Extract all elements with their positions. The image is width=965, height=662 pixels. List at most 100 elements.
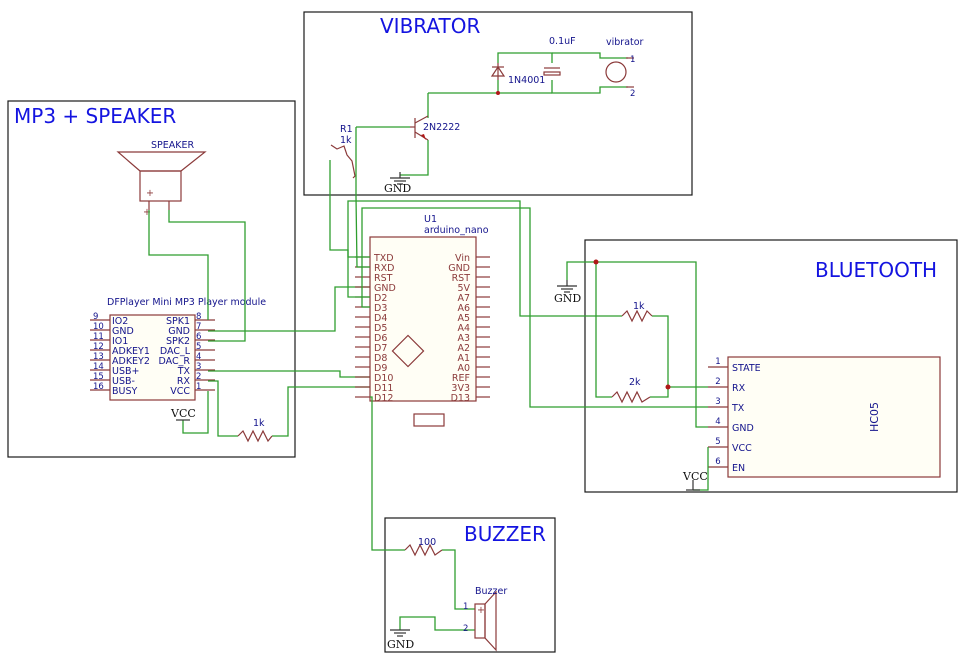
dfplayer-pin-number: 10 [93, 322, 104, 332]
buzzer-pin2: 2 [463, 624, 468, 634]
hc05-pin-number: 6 [715, 457, 720, 467]
dfplayer-pin-number: 4 [196, 352, 201, 362]
arduino-pin-name: D4 [374, 313, 387, 324]
hc05-pin-name: EN [732, 463, 745, 474]
dfplayer-pin-number: 16 [93, 382, 104, 392]
hc05-pin-number: 3 [715, 397, 720, 407]
motor-pin2: 2 [630, 89, 635, 99]
dfplayer-pin-name: GND [112, 326, 134, 337]
arduino-pin-name: TXD [373, 253, 394, 264]
hc05-pin-name: STATE [732, 363, 761, 374]
dfplayer-pin-name: DAC_R [159, 356, 191, 367]
dfplayer-module [109, 314, 196, 401]
arduino-pin-name: D6 [374, 333, 387, 344]
arduino-pin-name: D7 [374, 343, 387, 354]
bluetooth-title: BLUETOOTH [815, 258, 937, 282]
dfplayer-pin-number: 15 [93, 372, 104, 382]
dfplayer-pin-number: 11 [93, 332, 104, 342]
hc05-pin-name: TX [731, 403, 745, 414]
arduino-pin-name: A5 [457, 313, 470, 324]
buzzer-label: Buzzer [475, 586, 507, 597]
dfplayer-pin-name: USB- [112, 376, 135, 387]
hc05-pin-number: 5 [715, 437, 720, 447]
dfplayer-label: DFPlayer Mini MP3 Player module [107, 297, 266, 308]
dfplayer-pin-number: 13 [93, 352, 104, 362]
motor-pin1: 1 [630, 55, 635, 65]
dfplayer-pin-number: 14 [93, 362, 104, 372]
transistor-label: 2N2222 [423, 122, 460, 133]
svg-text:+: + [146, 188, 154, 199]
dfplayer-pin-name: SPK2 [166, 336, 190, 347]
buzzer-circuit: + [390, 543, 497, 652]
bluetooth-section [584, 239, 958, 493]
bt-gnd-label: GND [554, 292, 581, 305]
arduino-usb-connector [413, 413, 445, 427]
buzzer-resistor: 100 [418, 537, 436, 548]
arduino-pin-name: D11 [374, 383, 393, 394]
arduino-pin-name: A7 [457, 293, 470, 304]
arduino-pin-name: A1 [457, 353, 470, 364]
arduino-pin-name: A4 [457, 323, 470, 334]
arduino-pin-name: RXD [374, 263, 394, 274]
dfplayer-pin-name: SPK1 [166, 316, 190, 327]
hc05-pin-number: 4 [715, 417, 720, 427]
dfplayer-pin-number: 9 [93, 312, 98, 322]
mp3-rx-resistor: 1k [253, 418, 265, 429]
hc05-pin-name: VCC [732, 443, 752, 454]
svg-text:+: + [477, 605, 485, 616]
buzzer-pin1: 1 [463, 602, 468, 612]
motor-label: vibrator [606, 37, 644, 48]
dfplayer-pin-number: 2 [196, 372, 201, 382]
capacitor-value: 0.1uF [549, 36, 576, 47]
arduino-pin-name: REF [452, 373, 470, 384]
dfplayer-pin-number: 12 [93, 342, 104, 352]
vibrator-section [303, 11, 693, 196]
arduino-pin-name: 5V [457, 283, 470, 294]
arduino-pin-name: D2 [374, 293, 387, 304]
dfplayer-pin-name: DAC_L [160, 346, 191, 357]
mp3-title: MP3 + SPEAKER [14, 104, 176, 128]
arduino-name: arduino_nano [424, 225, 489, 236]
dfplayer-pin-name: ADKEY2 [112, 356, 150, 367]
bluetooth-wires [557, 259, 709, 491]
arduino-pin-name: D5 [374, 323, 387, 334]
diode-label: 1N4001 [508, 75, 545, 86]
arduino-pin-name: D3 [374, 303, 387, 314]
arduino-ref: U1 [424, 214, 437, 225]
arduino-pin-name: RST [452, 273, 471, 284]
mp3-wires [148, 210, 370, 443]
dfplayer-pin-name: IO1 [112, 336, 128, 347]
dfplayer-pin-number: 8 [196, 312, 201, 322]
bt-resistor-2k: 2k [629, 377, 641, 388]
dfplayer-pin-number: 1 [196, 382, 201, 392]
arduino-pin-name: A3 [457, 333, 470, 344]
arduino-pin-name: D9 [374, 363, 387, 374]
dfplayer-pin-number: 6 [196, 332, 201, 342]
vibrator-circuit [330, 52, 634, 185]
dfplayer-pin-number: 5 [196, 342, 201, 352]
arduino-pin-name: GND [448, 263, 470, 274]
buzzer-gnd-label: GND [387, 638, 414, 651]
bt-vcc-label: VCC [682, 470, 708, 483]
hc05-pin-number: 2 [715, 377, 720, 387]
svg-text:+: + [143, 207, 151, 218]
mp3-vcc-label: VCC [170, 407, 196, 420]
arduino-pin-name: A6 [457, 303, 470, 314]
arduino-pin-name: D10 [374, 373, 393, 384]
speaker-symbol: + + [116, 151, 207, 218]
arduino-pin-name: D8 [374, 353, 387, 364]
dfplayer-pin-name: RX [177, 376, 191, 387]
dfplayer-pin-name: IO2 [112, 316, 128, 327]
resistor-r1-value: 1k [340, 135, 352, 146]
buzzer-title: BUZZER [464, 522, 546, 546]
arduino-pin-name: D13 [451, 393, 470, 404]
dfplayer-pin-name: BUSY [112, 386, 138, 397]
arduino-pin-name: D12 [374, 393, 393, 404]
arduino-pin-name: A2 [457, 343, 470, 354]
hc05-label: HC05 [868, 402, 881, 432]
